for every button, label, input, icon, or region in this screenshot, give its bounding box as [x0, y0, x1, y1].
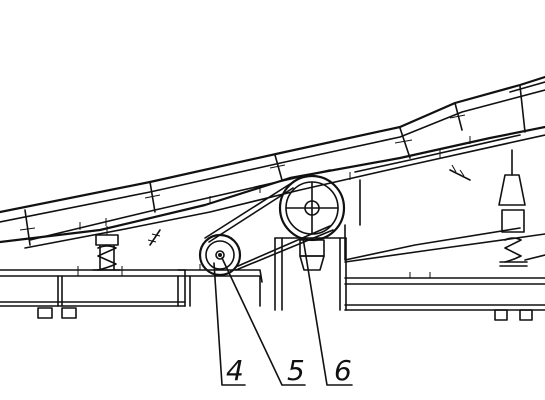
- base-frame: [0, 237, 545, 321]
- callout-label-5: 5: [287, 354, 305, 387]
- spring-support-left: [92, 226, 121, 271]
- spring-support-right: [498, 149, 545, 267]
- v-belt: [204, 183, 334, 271]
- feeder-trough: [0, 75, 545, 263]
- leader-lines: [213, 237, 353, 386]
- motor-pulley: [198, 233, 242, 277]
- callout-label-4: 4: [226, 354, 244, 387]
- callout-label-6: 6: [334, 354, 352, 387]
